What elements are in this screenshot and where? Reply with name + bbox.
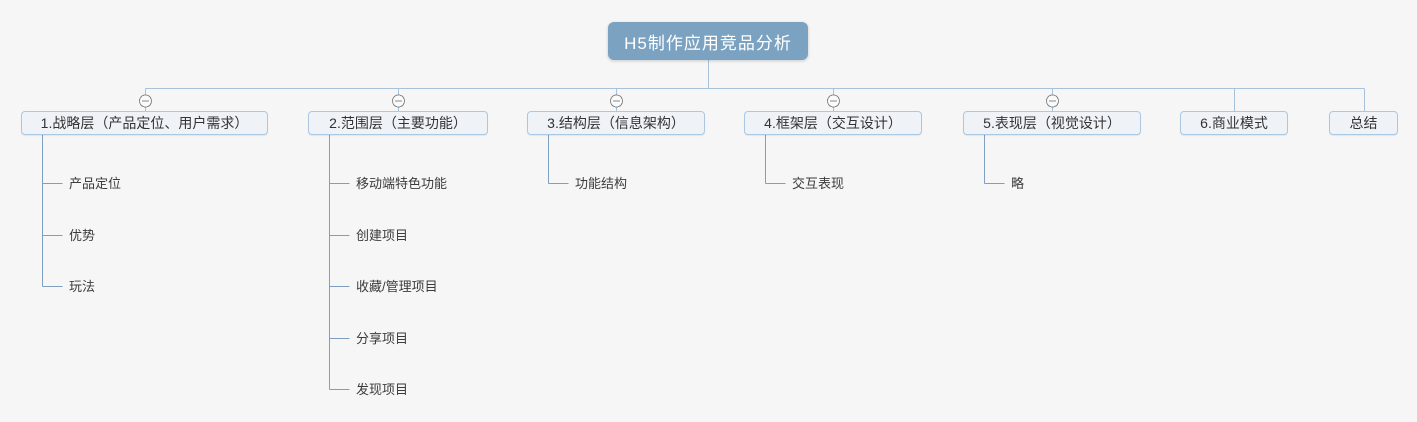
sub-topic-2-5[interactable]: 发现项目	[356, 382, 409, 397]
sub-topic-2-4[interactable]: 分享项目	[356, 331, 409, 346]
sub-topic-2-1[interactable]: 移动端特色功能	[356, 176, 448, 191]
minus-circle-icon[interactable]	[610, 94, 623, 108]
main-topic-2[interactable]: 2.范围层（主要功能）	[308, 111, 488, 135]
sub-topic-3-1[interactable]: 功能结构	[575, 176, 628, 191]
minus-circle-icon[interactable]	[139, 94, 152, 108]
sub-topic-1-1[interactable]: 产品定位	[69, 176, 122, 191]
sub-topic-5-1[interactable]: 略	[1011, 176, 1025, 191]
sub-topic-1-2[interactable]: 优势	[69, 228, 96, 243]
root-topic[interactable]: H5制作应用竞品分析	[608, 22, 808, 60]
sub-topic-2-2[interactable]: 创建项目	[356, 228, 409, 243]
main-topic-4[interactable]: 4.框架层（交互设计）	[744, 111, 922, 135]
main-topic-1[interactable]: 1.战略层（产品定位、用户需求）	[21, 111, 268, 135]
main-topic-7[interactable]: 总结	[1329, 111, 1398, 135]
main-topic-3[interactable]: 3.结构层（信息架构）	[527, 111, 705, 135]
main-topic-6[interactable]: 6.商业模式	[1180, 111, 1288, 135]
sub-topic-1-3[interactable]: 玩法	[69, 279, 96, 294]
minus-circle-icon[interactable]	[1046, 94, 1059, 108]
main-topic-5[interactable]: 5.表现层（视觉设计）	[963, 111, 1141, 135]
sub-topic-4-1[interactable]: 交互表现	[792, 176, 845, 191]
minus-circle-icon[interactable]	[827, 94, 840, 108]
sub-topic-2-3[interactable]: 收藏/管理项目	[356, 279, 438, 294]
minus-circle-icon[interactable]	[392, 94, 405, 108]
